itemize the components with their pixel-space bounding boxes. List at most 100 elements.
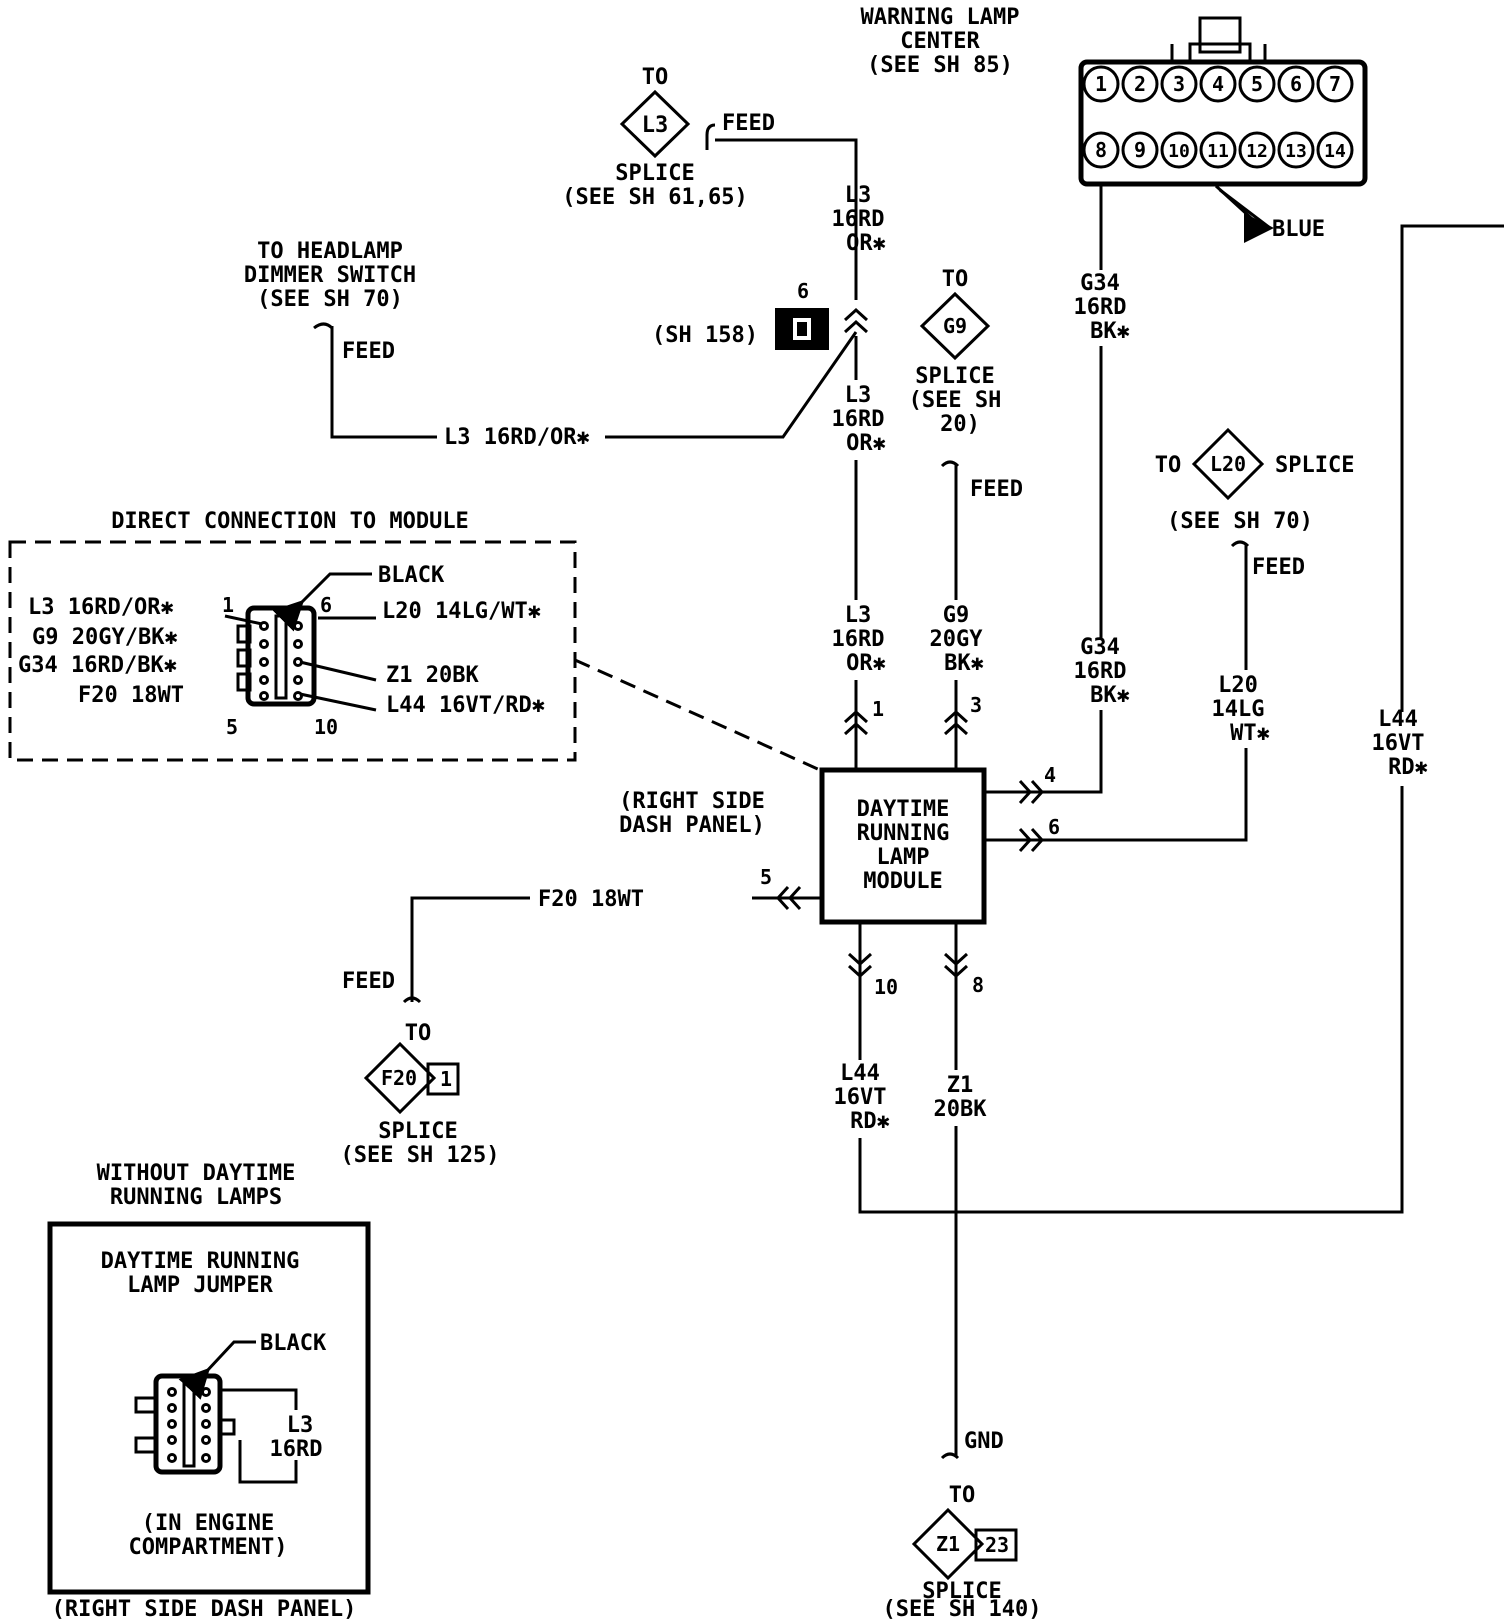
svg-text:DASH PANEL): DASH PANEL) — [619, 813, 765, 838]
direct-connection-box — [8, 540, 577, 762]
svg-text:FEED: FEED — [722, 111, 775, 136]
l20-module-wire — [984, 748, 1248, 842]
g34-module-wire — [984, 710, 1103, 794]
pin8-terminal — [943, 952, 969, 979]
svg-text:14LG: 14LG — [1212, 697, 1265, 722]
pin10-terminal — [847, 952, 873, 979]
svg-text:LAMP JUMPER: LAMP JUMPER — [127, 1273, 273, 1298]
top-row-pin-label: 1 — [1095, 72, 1107, 96]
top-row-pin-circle — [1277, 65, 1315, 103]
direct-connection-title: DIRECT CONNECTION TO MODULE — [111, 509, 469, 534]
svg-text:FEED: FEED — [1252, 555, 1305, 580]
svg-text:DIMMER SWITCH: DIMMER SWITCH — [244, 263, 416, 288]
f20-pin: 5 — [760, 865, 772, 889]
wire-l44-right-label: L44 16VT RD✱ — [1372, 707, 1428, 780]
svg-text:OR✱: OR✱ — [846, 431, 886, 456]
svg-text:5: 5 — [226, 715, 238, 739]
bottom-row-pin-circle — [1316, 131, 1354, 169]
bottom-row-pin-label: 12 — [1246, 141, 1268, 162]
svg-text:3: 3 — [970, 693, 982, 717]
sh158-connector: 6 (SH 158) — [652, 279, 829, 350]
top-row-pin-label: 2 — [1134, 72, 1146, 96]
wire-g34-top-label: G34 16RD BK✱ — [1074, 271, 1130, 344]
svg-text:(IN ENGINE: (IN ENGINE — [142, 1511, 274, 1536]
pin5-terminal — [775, 885, 802, 911]
wire-l44-bottom-label: 10 L44 16VT RD✱ — [834, 975, 899, 1134]
svg-text:L44 16VT/RD✱: L44 16VT/RD✱ — [386, 693, 545, 718]
svg-text:Z1: Z1 — [936, 1532, 960, 1556]
svg-text:WARNING LAMP: WARNING LAMP — [861, 5, 1020, 30]
top-row-pin-circle — [1316, 65, 1354, 103]
svg-text:OR✱: OR✱ — [846, 231, 886, 256]
gnd-mark — [940, 1452, 960, 1460]
l20-splice: TO L20 SPLICE (SEE SH 70) FEED — [1155, 427, 1354, 580]
svg-text:L3: L3 — [845, 603, 872, 628]
svg-text:20): 20) — [940, 412, 980, 437]
headlamp-dimmer-label: TO HEADLAMP DIMMER SWITCH (SEE SH 70) FE… — [244, 239, 416, 364]
svg-text:G9: G9 — [943, 603, 970, 628]
svg-text:OR✱: OR✱ — [846, 651, 886, 676]
bottom-row-pin-label: 13 — [1285, 141, 1307, 162]
pin4-terminal — [1018, 779, 1045, 805]
svg-text:L20: L20 — [1218, 673, 1258, 698]
svg-text:16RD: 16RD — [832, 627, 885, 652]
svg-text:COMPARTMENT): COMPARTMENT) — [129, 1535, 288, 1560]
bottom-row-pin-circle — [1160, 131, 1198, 169]
svg-text:WITHOUT DAYTIME: WITHOUT DAYTIME — [97, 1161, 296, 1186]
top-row-pin-circle — [1199, 65, 1237, 103]
svg-text:Z1: Z1 — [947, 1073, 974, 1098]
svg-text:DAYTIME: DAYTIME — [857, 797, 950, 822]
svg-text:BK✱: BK✱ — [1090, 319, 1130, 344]
svg-text:LAMP: LAMP — [877, 845, 930, 870]
svg-text:BLACK: BLACK — [260, 1331, 327, 1356]
svg-text:(SEE SH: (SEE SH — [909, 388, 1002, 413]
bottom-row-pin-label: 14 — [1324, 141, 1346, 162]
wire-g9-low-label: G9 20GY BK✱ 3 — [930, 603, 984, 717]
warning-lamp-center-label: WARNING LAMP CENTER (SEE SH 85) — [861, 5, 1020, 78]
headlamp-wire-label: L3 16RD/OR✱ — [444, 425, 590, 450]
svg-text:4: 4 — [1044, 763, 1056, 787]
top-row-pin-circle — [1082, 65, 1120, 103]
svg-text:F20: F20 — [381, 1066, 417, 1090]
bottom-row-pin-circle — [1121, 131, 1159, 169]
svg-text:23: 23 — [985, 1533, 1009, 1557]
bottom-row-pin-circle — [1199, 131, 1237, 169]
top-row-pin-circle — [1238, 65, 1276, 103]
wire-l3-low-label: L3 16RD OR✱ 1 — [832, 600, 886, 721]
f20-splice: FEED TO F20 1 SPLICE (SEE SH 125) — [341, 969, 500, 1168]
svg-text:10: 10 — [874, 975, 898, 999]
svg-text:16RD: 16RD — [1074, 659, 1127, 684]
svg-text:GND: GND — [964, 1429, 1004, 1454]
f20-wire — [410, 896, 822, 1002]
wire-l3-top-label: L3 16RD OR✱ — [832, 183, 886, 256]
svg-text:16VT: 16VT — [834, 1085, 887, 1110]
svg-text:8: 8 — [972, 973, 984, 997]
l3-splice: TO L3 SPLICE (SEE SH 61,65) FEED — [562, 65, 775, 210]
top-row-pin-label: 3 — [1173, 72, 1185, 96]
svg-text:TO: TO — [1155, 453, 1182, 478]
svg-text:6: 6 — [320, 593, 332, 617]
svg-text:20BK: 20BK — [934, 1097, 988, 1122]
svg-text:G9 20GY/BK✱: G9 20GY/BK✱ — [32, 625, 178, 650]
svg-text:G34: G34 — [1080, 271, 1120, 296]
pin1-terminal — [843, 709, 869, 736]
black-pointer — [272, 572, 372, 632]
svg-text:(RIGHT SIDE: (RIGHT SIDE — [619, 789, 765, 814]
connector-color-label: BLUE — [1272, 217, 1325, 242]
l20-feed-wire — [1230, 540, 1250, 670]
svg-text:(SEE SH 125): (SEE SH 125) — [341, 1143, 500, 1168]
svg-text:6: 6 — [797, 279, 809, 303]
top-row-pin-label: 6 — [1290, 72, 1302, 96]
sh158-terminal — [843, 307, 869, 334]
svg-text:TO: TO — [405, 1021, 432, 1046]
svg-text:20GY: 20GY — [930, 627, 984, 652]
direct-black-label: BLACK — [378, 563, 445, 588]
svg-text:SPLICE: SPLICE — [922, 1579, 1001, 1604]
f20-feed-mark — [402, 996, 422, 1004]
svg-text:(SEE SH 140): (SEE SH 140) — [883, 1597, 1042, 1620]
svg-text:RD✱: RD✱ — [850, 1109, 890, 1134]
pin6-terminal — [1018, 827, 1045, 853]
svg-text:10: 10 — [314, 715, 338, 739]
top-row-pin-label: 4 — [1212, 72, 1224, 96]
bottom-row-pin-label: 8 — [1095, 138, 1107, 162]
